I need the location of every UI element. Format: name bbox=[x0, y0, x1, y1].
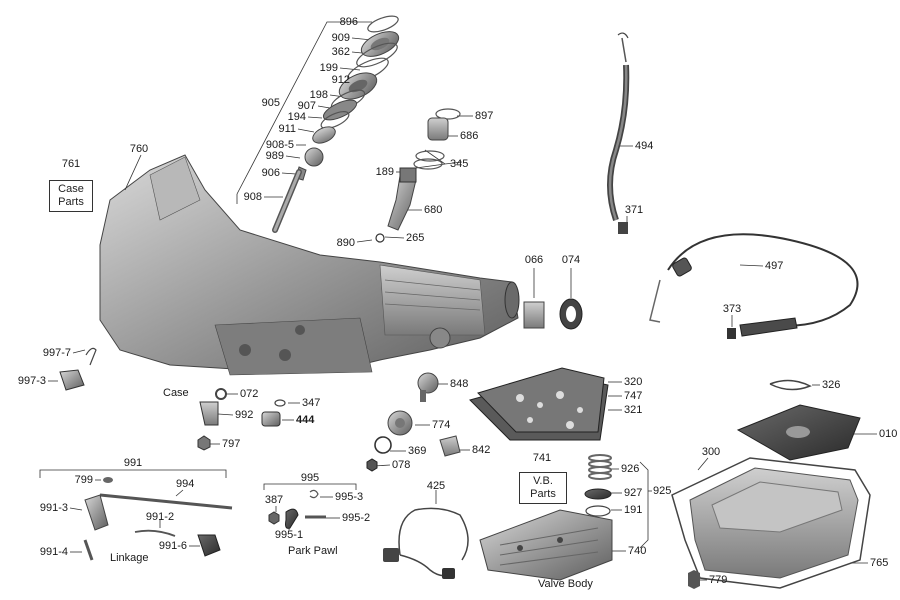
part-997-3[interactable] bbox=[59, 369, 85, 391]
valve-body-springs[interactable] bbox=[584, 454, 612, 517]
seal-074[interactable] bbox=[559, 298, 583, 330]
callout-995-2: 995-2 bbox=[342, 512, 371, 524]
callout-991-4: 991-4 bbox=[39, 546, 68, 558]
callout-425: 425 bbox=[426, 480, 446, 492]
callout-765: 765 bbox=[870, 557, 889, 569]
callout-741: 741 bbox=[532, 452, 552, 464]
callout-362: 362 bbox=[331, 46, 350, 58]
callout-925: 925 bbox=[653, 485, 672, 497]
callout-369: 369 bbox=[408, 445, 427, 457]
case-small-parts[interactable] bbox=[197, 388, 286, 451]
callout-995: 995 bbox=[300, 472, 320, 484]
callout-991-2: 991-2 bbox=[145, 511, 175, 523]
callout-912: 912 bbox=[331, 74, 350, 86]
callout-066: 066 bbox=[524, 254, 544, 266]
separator-plates[interactable] bbox=[469, 367, 609, 441]
callout-994: 994 bbox=[176, 478, 195, 490]
callout-995-1: 995-1 bbox=[274, 529, 304, 541]
callout-072: 072 bbox=[240, 388, 259, 400]
callout-010: 010 bbox=[879, 428, 898, 440]
part-997-7[interactable] bbox=[85, 347, 97, 366]
callout-321: 321 bbox=[624, 404, 643, 416]
callout-198: 198 bbox=[309, 89, 328, 101]
callout-797: 797 bbox=[222, 438, 241, 450]
caption-park-pawl: Park Pawl bbox=[288, 545, 338, 557]
callout-927: 927 bbox=[624, 487, 643, 499]
transmission-pan[interactable] bbox=[671, 457, 871, 589]
dipstick-tube[interactable] bbox=[607, 32, 630, 234]
callout-897: 897 bbox=[475, 110, 494, 122]
caption-linkage: Linkage bbox=[110, 552, 149, 564]
callout-199: 199 bbox=[319, 62, 338, 74]
case-parts-box: Case Parts bbox=[49, 180, 93, 212]
callout-997-7: 997-7 bbox=[42, 347, 71, 359]
callout-189: 189 bbox=[375, 166, 394, 178]
servo-stack[interactable] bbox=[272, 13, 402, 233]
callout-387: 387 bbox=[264, 494, 284, 506]
shift-cable[interactable] bbox=[649, 233, 859, 339]
callout-905: 905 bbox=[261, 97, 280, 109]
callout-371: 371 bbox=[624, 204, 644, 216]
callout-842: 842 bbox=[472, 444, 491, 456]
wiring-harness[interactable] bbox=[383, 507, 469, 579]
callout-686: 686 bbox=[460, 130, 479, 142]
callout-191: 191 bbox=[624, 504, 643, 516]
vb-parts-box: V.B. Parts bbox=[519, 472, 567, 504]
callout-444: 444 bbox=[296, 414, 315, 426]
solenoid-assembly[interactable] bbox=[375, 108, 461, 243]
callout-494: 494 bbox=[635, 140, 654, 152]
callout-320: 320 bbox=[624, 376, 643, 388]
callout-326: 326 bbox=[822, 379, 841, 391]
callout-373: 373 bbox=[722, 303, 742, 315]
callout-074: 074 bbox=[561, 254, 581, 266]
callout-345: 345 bbox=[450, 158, 469, 170]
callout-760: 760 bbox=[129, 143, 149, 155]
callout-991-6: 991-6 bbox=[158, 540, 187, 552]
callout-740: 740 bbox=[628, 545, 647, 557]
callout-078: 078 bbox=[392, 459, 411, 471]
callout-779: 779 bbox=[709, 574, 728, 586]
caption-case: Case bbox=[163, 387, 189, 399]
caption-valve-body: Valve Body bbox=[538, 578, 593, 590]
callout-194: 194 bbox=[287, 111, 306, 123]
callout-300: 300 bbox=[701, 446, 721, 458]
callout-989: 989 bbox=[265, 150, 284, 162]
callout-991-3: 991-3 bbox=[39, 502, 68, 514]
callout-747: 747 bbox=[624, 390, 643, 402]
bushing-066[interactable] bbox=[523, 301, 545, 329]
pan-gasket-326[interactable] bbox=[769, 379, 812, 391]
park-pawl-parts[interactable] bbox=[268, 489, 326, 529]
filter-010[interactable] bbox=[736, 404, 861, 461]
callout-997-3: 997-3 bbox=[17, 375, 46, 387]
callout-265: 265 bbox=[406, 232, 425, 244]
callout-347: 347 bbox=[302, 397, 321, 409]
callout-774: 774 bbox=[432, 419, 451, 431]
callout-799: 799 bbox=[74, 474, 93, 486]
linkage-parts[interactable] bbox=[83, 477, 233, 561]
transmission-case[interactable] bbox=[99, 154, 520, 376]
callout-908: 908 bbox=[243, 191, 262, 203]
center-parts[interactable] bbox=[366, 372, 461, 472]
callout-911: 911 bbox=[278, 123, 296, 135]
callout-907: 907 bbox=[297, 100, 316, 112]
leader-lines bbox=[39, 21, 877, 581]
callout-761: 761 bbox=[61, 158, 81, 170]
callout-991: 991 bbox=[123, 457, 143, 469]
callout-906: 906 bbox=[261, 167, 280, 179]
callout-995-3: 995-3 bbox=[335, 491, 364, 503]
callout-497: 497 bbox=[765, 260, 784, 272]
callout-908-5: 908-5 bbox=[265, 139, 294, 151]
callout-926: 926 bbox=[621, 463, 640, 475]
callout-890: 890 bbox=[336, 237, 355, 249]
callout-909: 909 bbox=[331, 32, 350, 44]
callout-848: 848 bbox=[450, 378, 469, 390]
callout-992: 992 bbox=[235, 409, 254, 421]
valve-body[interactable] bbox=[479, 509, 613, 581]
callout-896: 896 bbox=[339, 16, 358, 28]
callout-680: 680 bbox=[424, 204, 443, 216]
